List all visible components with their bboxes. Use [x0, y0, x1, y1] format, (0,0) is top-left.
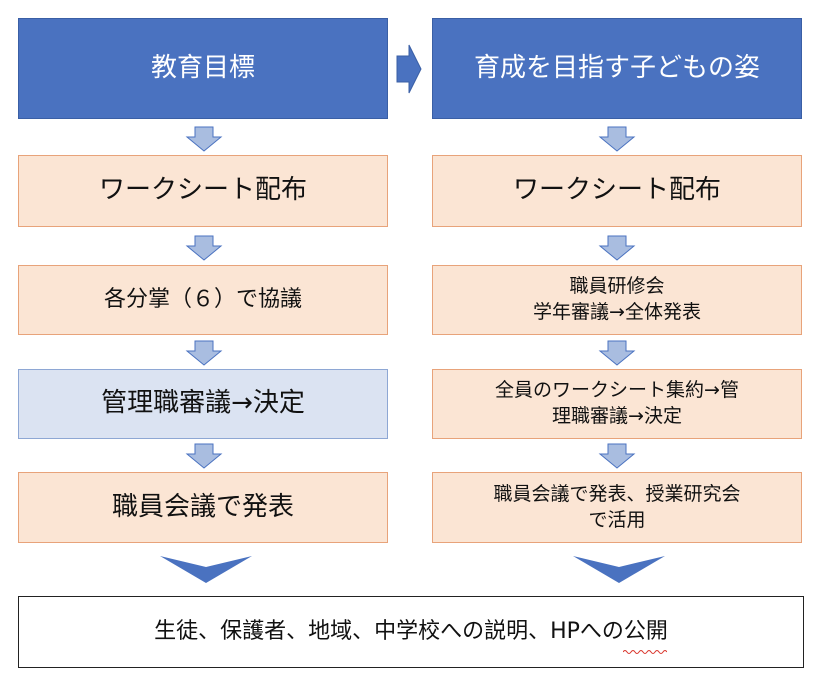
left-step-1: ワークシート配布 [18, 155, 388, 227]
final-box-label: 生徒、保護者、地域、中学校への説明、HPへの公開 [154, 619, 668, 645]
left-step-4: 職員会議で発表 [18, 472, 388, 543]
left-header: 教育目標 [18, 18, 388, 119]
down-arrow-icon [185, 340, 223, 366]
right-step-1: ワークシート配布 [432, 155, 802, 227]
right-step-4-label: 職員会議で発表、授業研究会 で活用 [493, 482, 741, 531]
spellcheck-underline [623, 650, 667, 654]
right-step-2: 職員研修会 学年審議→全体発表 [432, 265, 802, 335]
down-arrow-icon [598, 235, 636, 261]
right-step-4: 職員会議で発表、授業研究会 で活用 [432, 472, 802, 543]
right-arrow-icon [396, 44, 422, 94]
left-header-label: 教育目標 [150, 52, 255, 83]
left-step-3: 管理職審議→決定 [18, 369, 388, 439]
right-header: 育成を目指す子どもの姿 [432, 18, 802, 119]
left-step-2: 各分掌（６）で協議 [18, 265, 388, 335]
down-arrow-icon [185, 443, 223, 469]
down-arrow-icon [598, 443, 636, 469]
right-step-3: 全員のワークシート集約→管 理職審議→決定 [432, 369, 802, 439]
down-arrow-icon [185, 235, 223, 261]
down-arrow-icon [185, 126, 223, 152]
down-arrow-icon [598, 340, 636, 366]
down-arrow-icon [598, 126, 636, 152]
left-step-2-label: 各分掌（６）で協議 [103, 287, 302, 313]
left-step-3-label: 管理職審議→決定 [101, 388, 305, 419]
large-down-arrow-icon [160, 556, 252, 583]
right-step-1-label: ワークシート配布 [512, 175, 721, 206]
right-header-label: 育成を目指す子どもの姿 [473, 52, 760, 83]
final-box: 生徒、保護者、地域、中学校への説明、HPへの公開 [18, 596, 804, 668]
right-step-3-label: 全員のワークシート集約→管 理職審議→決定 [495, 379, 739, 427]
large-down-arrow-icon [573, 556, 665, 583]
right-step-2-label: 職員研修会 学年審議→全体発表 [533, 275, 701, 323]
left-step-1-label: ワークシート配布 [98, 175, 307, 206]
left-step-4-label: 職員会議で発表 [111, 491, 294, 522]
